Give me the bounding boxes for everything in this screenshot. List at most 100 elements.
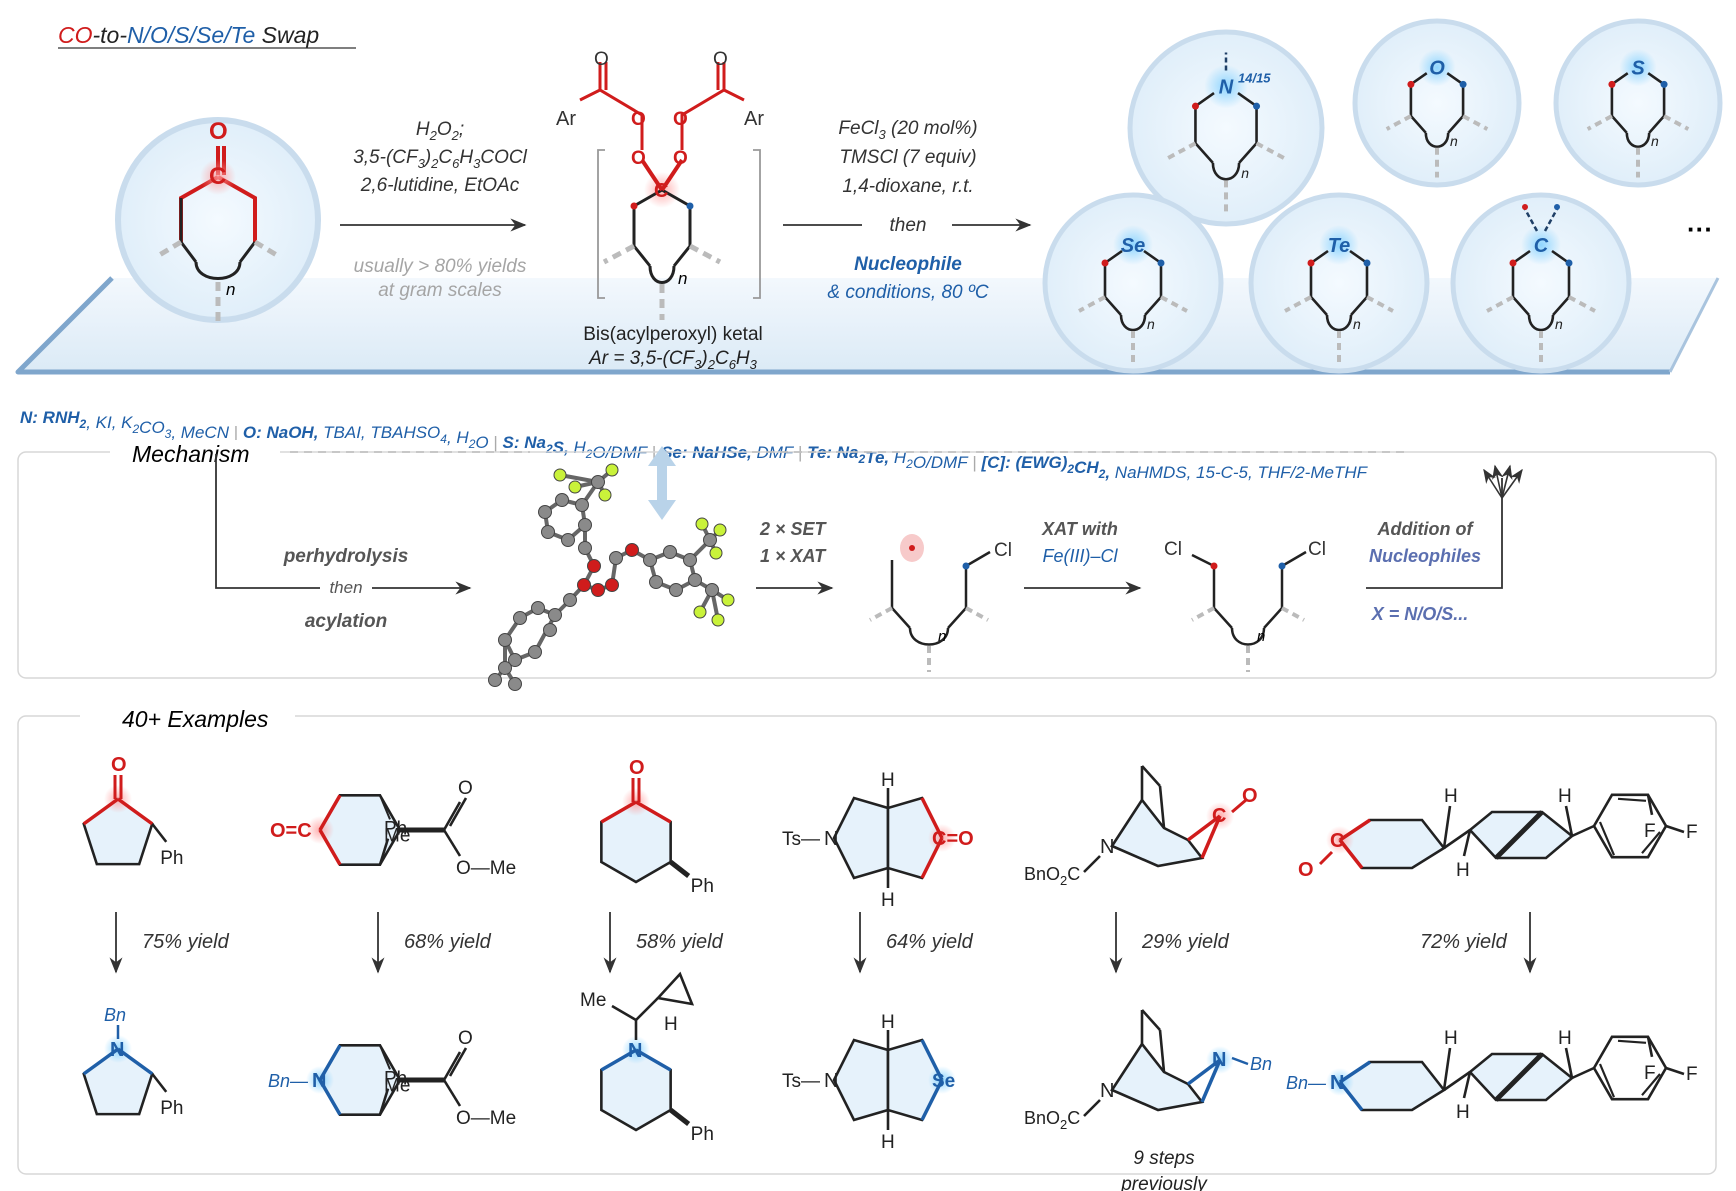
example-yield: 75% yield [142, 931, 230, 953]
svg-text:Me: Me [580, 990, 606, 1011]
product-bubble-te: Te n [1248, 192, 1430, 374]
radical-intermediate [869, 534, 991, 672]
svg-text:O: O [111, 754, 127, 776]
scheme-title: CO-to-N/O/S/Se/Te Swap [58, 22, 319, 48]
svg-text:at gram scales: at gram scales [378, 280, 502, 301]
svg-text:O: O [673, 148, 688, 169]
svg-text:Ts—: Ts— [782, 829, 820, 850]
svg-text:Ts—: Ts— [782, 1071, 820, 1092]
svg-text:H2O2;: H2O2; [416, 119, 464, 143]
xat-label: 1 × XAT [760, 546, 827, 566]
svg-text:N: N [824, 828, 838, 850]
svg-text:Ph: Ph [691, 1124, 714, 1145]
nucleophiles-label: Nucleophiles [1369, 546, 1481, 566]
examples-panel [17, 715, 1717, 1175]
svg-text:Me: Me [384, 1075, 410, 1096]
svg-text:Bn: Bn [1250, 1054, 1272, 1074]
svg-text:n: n [1555, 316, 1563, 332]
svg-text:Cl: Cl [994, 540, 1012, 561]
svg-text:F: F [1644, 821, 1656, 842]
perhydrolysis-label: perhydrolysis [283, 546, 409, 567]
svg-text:N: N [1100, 1080, 1114, 1102]
svg-text:O: O [1242, 785, 1258, 807]
ketal-ar-def: Ar = 3,5-(CF3)2C6H3 [588, 348, 758, 372]
example-5-tropinone: CO N BnO2C [1024, 765, 1258, 888]
svg-text:Ph: Ph [160, 848, 183, 869]
svg-text:C: C [654, 180, 668, 202]
svg-text:Ar: Ar [744, 108, 764, 130]
example-3-cyclohexanone: O Ph [600, 757, 714, 897]
dichloride-intermediate [1191, 550, 1307, 672]
svg-text:O: O [1298, 859, 1314, 881]
svg-text:9 steps: 9 steps [1133, 1148, 1195, 1169]
svg-text:H: H [1456, 860, 1470, 881]
ketal-name: Bis(acylperoxyl) ketal [583, 324, 763, 345]
svg-text:O—Me: O—Me [456, 858, 516, 879]
crystal-structure-image [488, 463, 735, 691]
step2-reagents: FeCl3 (20 mol%) TMSCl (7 equiv) 1,4-diox… [827, 118, 988, 303]
svg-text:Bn—: Bn— [1286, 1073, 1327, 1093]
svg-text:Ph: Ph [691, 876, 714, 897]
svg-text:N: N [824, 1070, 838, 1092]
svg-text:Nucleophile: Nucleophile [854, 254, 962, 275]
svg-text:O: O [1429, 58, 1445, 80]
svg-text:S: S [1631, 58, 1645, 80]
svg-text:O: O [594, 49, 609, 70]
svg-text:Se: Se [932, 1071, 955, 1092]
example-4-bicyclic-ketone: NTs—HHC=O [782, 770, 974, 911]
svg-text:N: N [110, 1039, 124, 1061]
fe-cl-label: Fe(III)–Cl [1042, 546, 1118, 566]
more-products-ellipsis: ··· [1687, 214, 1713, 244]
platform-edge-right [1668, 277, 1720, 373]
product-bubble-c: Cn [1450, 192, 1632, 374]
svg-text:BnO2C: BnO2C [1024, 864, 1080, 888]
svg-text:O: O [631, 109, 646, 130]
svg-text:F: F [1686, 822, 1698, 843]
svg-text:H: H [1558, 786, 1572, 807]
svg-text:Me: Me [384, 825, 410, 846]
examples-label: 40+ Examples [122, 706, 269, 732]
svg-text:TMSCl (7 equiv): TMSCl (7 equiv) [839, 147, 976, 168]
svg-text:Cl: Cl [1308, 539, 1326, 560]
svg-text:C: C [1534, 235, 1549, 257]
svg-text:Ph: Ph [384, 819, 407, 840]
svg-text:Te: Te [1328, 235, 1351, 257]
product-bubble-se: Sen [1042, 192, 1224, 374]
svg-text:n: n [1353, 316, 1361, 332]
svg-text:usually > 80% yields: usually > 80% yields [354, 256, 527, 277]
svg-text:3,5-(CF3)2C6H3COCl: 3,5-(CF3)2C6H3COCl [353, 147, 527, 171]
svg-text:N: N [1330, 1072, 1344, 1094]
example-yield: 29% yield [1141, 931, 1230, 953]
svg-text:14/15: 14/15 [1238, 71, 1271, 86]
svg-text:O: O [673, 109, 688, 130]
svg-text:H: H [881, 1012, 895, 1033]
svg-text:N: N [1100, 836, 1114, 858]
svg-text:H: H [1444, 1028, 1458, 1049]
svg-text:O—Me: O—Me [456, 1108, 516, 1129]
svg-text:& conditions, 80 ºC: & conditions, 80 ºC [827, 282, 988, 303]
svg-text:O: O [629, 757, 645, 779]
nucleophile-conditions-row: N: RNH2, KI, K2CO3, MeCN | O: NaOH, TBAI… [20, 408, 1369, 482]
ketone-o-label: O [209, 118, 228, 145]
addition-arrowheads [1483, 464, 1523, 499]
xat-with-label: XAT with [1041, 519, 1118, 539]
svg-text:H: H [1558, 1028, 1572, 1049]
mechanism-label: Mechanism [132, 441, 250, 467]
svg-text:C: C [1212, 805, 1226, 827]
svg-text:O: O [458, 778, 473, 799]
bis-acylperoxyl-ketal: C O O O O O O Ar Ar n Bis(acylperoxyl) k… [556, 49, 764, 372]
svg-text:N: N [1212, 1049, 1226, 1071]
acylation-label: acylation [305, 611, 387, 632]
svg-text:Bn: Bn [104, 1005, 126, 1025]
svg-text:Cl: Cl [1164, 539, 1182, 560]
ketone-c-label: C [209, 163, 226, 190]
svg-text:N: N [312, 1070, 326, 1092]
